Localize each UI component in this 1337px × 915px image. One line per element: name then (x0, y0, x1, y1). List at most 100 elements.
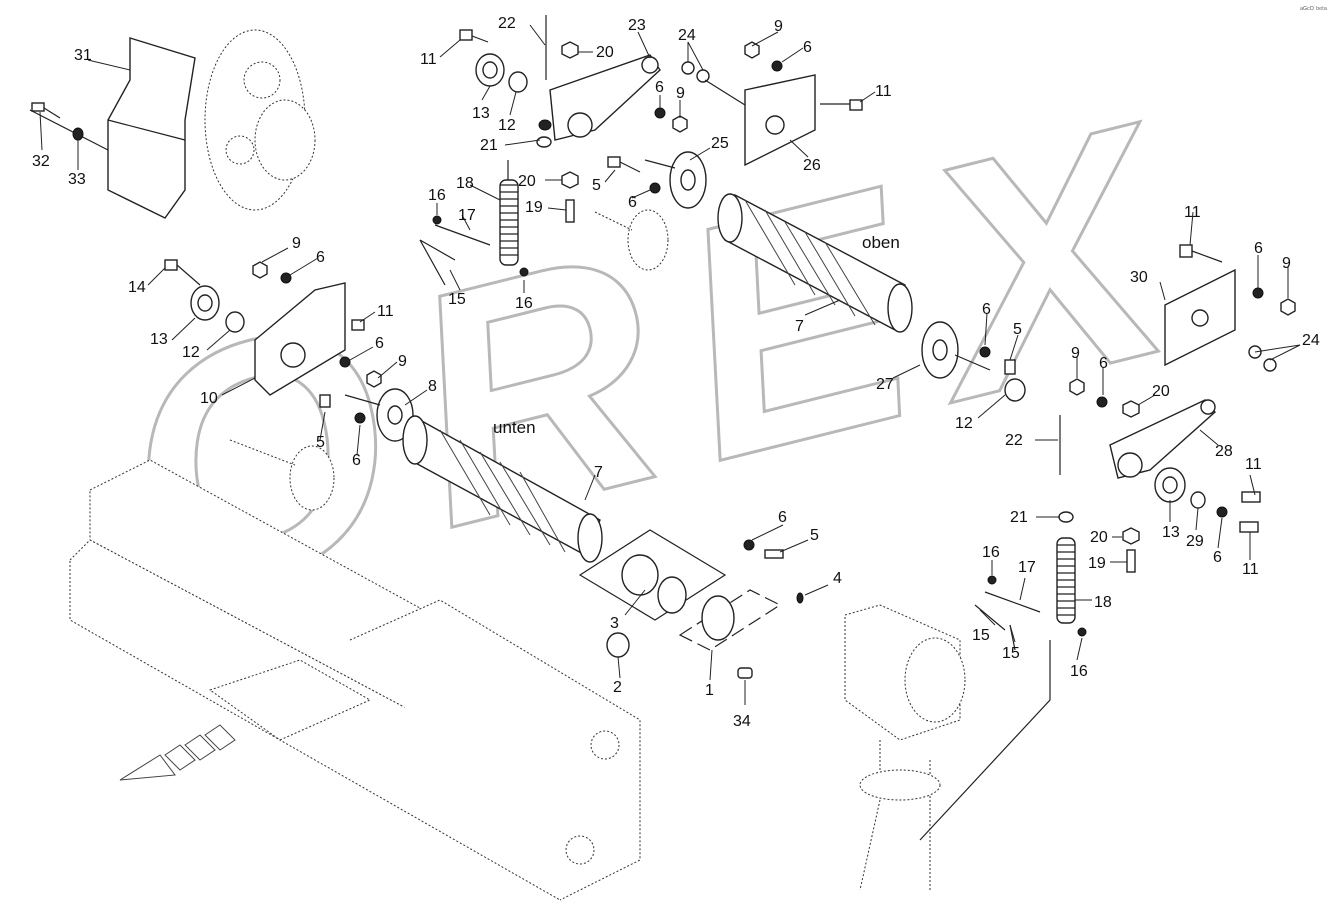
label-oben: oben (862, 233, 900, 252)
part-label: 4 (833, 570, 842, 587)
part-label: 7 (795, 318, 804, 335)
part-label: 5 (1013, 321, 1022, 338)
bearing-13-left (190, 285, 220, 321)
part-labels: 31 32 33 11 22 20 23 24 9 6 11 13 12 6 9… (32, 15, 1320, 730)
part-label: 28 (1215, 443, 1233, 460)
bolt-14 (164, 259, 201, 286)
bolt-11-top (459, 29, 489, 43)
part-label: 3 (610, 615, 619, 632)
part-label: 6 (655, 79, 664, 96)
coupling-3 (621, 554, 735, 641)
part-label: 9 (292, 235, 301, 252)
nut-9-left-b (366, 370, 382, 388)
part-label: 15 (972, 627, 990, 644)
part-label: 29 (1186, 533, 1204, 550)
key-34 (737, 667, 753, 679)
part-label: 20 (1090, 529, 1108, 546)
washer-6-coupling (743, 539, 755, 551)
spring-18-right (1056, 537, 1076, 624)
part-label: 6 (628, 194, 637, 211)
part-label: 7 (594, 464, 603, 481)
washer-33 (72, 127, 84, 141)
part-label: 13 (472, 105, 490, 122)
part-label: 12 (955, 415, 973, 432)
part-label: 18 (1094, 594, 1112, 611)
bolt-11-left (351, 319, 365, 331)
part-label: 5 (592, 177, 601, 194)
bolt-11-right-top (1179, 244, 1223, 263)
part-label: 22 (1005, 432, 1023, 449)
washer-6-right-c (1216, 506, 1228, 518)
part-label: 9 (398, 353, 407, 370)
part-label: 22 (498, 15, 516, 32)
part-label: 8 (428, 378, 437, 395)
bolt-32 (31, 102, 61, 119)
plate-30 (1164, 268, 1236, 367)
washer-6-top (771, 60, 783, 72)
part-label: 26 (803, 157, 821, 174)
part-label: 6 (352, 452, 361, 469)
ring-29 (1190, 491, 1206, 509)
bolt-11-plate (820, 99, 863, 111)
part-label: 32 (32, 153, 50, 170)
part-label: 6 (316, 249, 325, 266)
bolt-5-coupling (764, 549, 784, 559)
bolt-5-top (607, 156, 641, 173)
part-label: 12 (498, 117, 516, 134)
washer-21-right (1058, 511, 1074, 523)
pin-17-top (419, 224, 491, 286)
washer-6-left-b (339, 356, 351, 368)
part-label: 12 (182, 344, 200, 361)
bolt-11-right-b (1239, 521, 1259, 533)
part-label: 11 (1245, 456, 1262, 473)
washer-6-right-top (1252, 287, 1264, 299)
part-label: 6 (1213, 549, 1222, 566)
gearbox-right (844, 604, 966, 891)
bolt-19-right (1126, 549, 1136, 573)
part-label: 1 (705, 682, 714, 699)
part-label: 11 (1184, 204, 1201, 221)
part-label: 17 (1018, 559, 1036, 576)
clip-16-top-b (519, 267, 529, 277)
part-label: 33 (68, 171, 86, 188)
pins-24-top (681, 61, 710, 83)
part-label: 17 (458, 207, 476, 224)
part-label: 5 (810, 527, 819, 544)
part-label: 11 (420, 51, 437, 68)
part-label: 20 (596, 44, 614, 61)
part-label: 5 (316, 434, 325, 451)
bracket-23 (549, 54, 661, 141)
part-label: 18 (456, 175, 474, 192)
label-unten: unten (493, 418, 536, 437)
part-label: 15 (1002, 645, 1020, 662)
part-label: 19 (525, 199, 543, 216)
bracket-28 (1109, 399, 1216, 479)
part-label: 10 (200, 390, 218, 407)
part-label: 11 (377, 303, 394, 320)
flange-25 (644, 151, 707, 209)
part-label: 9 (1282, 255, 1291, 272)
washer-6-mid (654, 107, 666, 119)
part-label: 6 (1254, 240, 1263, 257)
bolt-5-right (1004, 359, 1016, 375)
leader-lines (39, 24, 1301, 705)
part-label: 24 (1302, 332, 1320, 349)
part-label: 24 (678, 27, 696, 44)
nut-9-left (252, 261, 268, 279)
clip-16-top (432, 215, 442, 225)
direction-arrow-icon (119, 724, 236, 781)
washer-21-top (536, 136, 552, 148)
clip-16-right-b (1077, 627, 1087, 637)
nut-20-right-b (1122, 527, 1140, 545)
part-label: 6 (982, 301, 991, 318)
part-label: 21 (480, 137, 498, 154)
bearing-12-right (1004, 378, 1026, 402)
washer-6-left (280, 272, 292, 284)
part-label: 15 (448, 291, 466, 308)
part-label: 13 (1162, 524, 1180, 541)
bolt-19-top (565, 199, 575, 223)
shaft-ghost-top (594, 209, 669, 271)
bolt-11-right-a (1241, 491, 1261, 503)
part-label: 11 (1242, 561, 1259, 578)
